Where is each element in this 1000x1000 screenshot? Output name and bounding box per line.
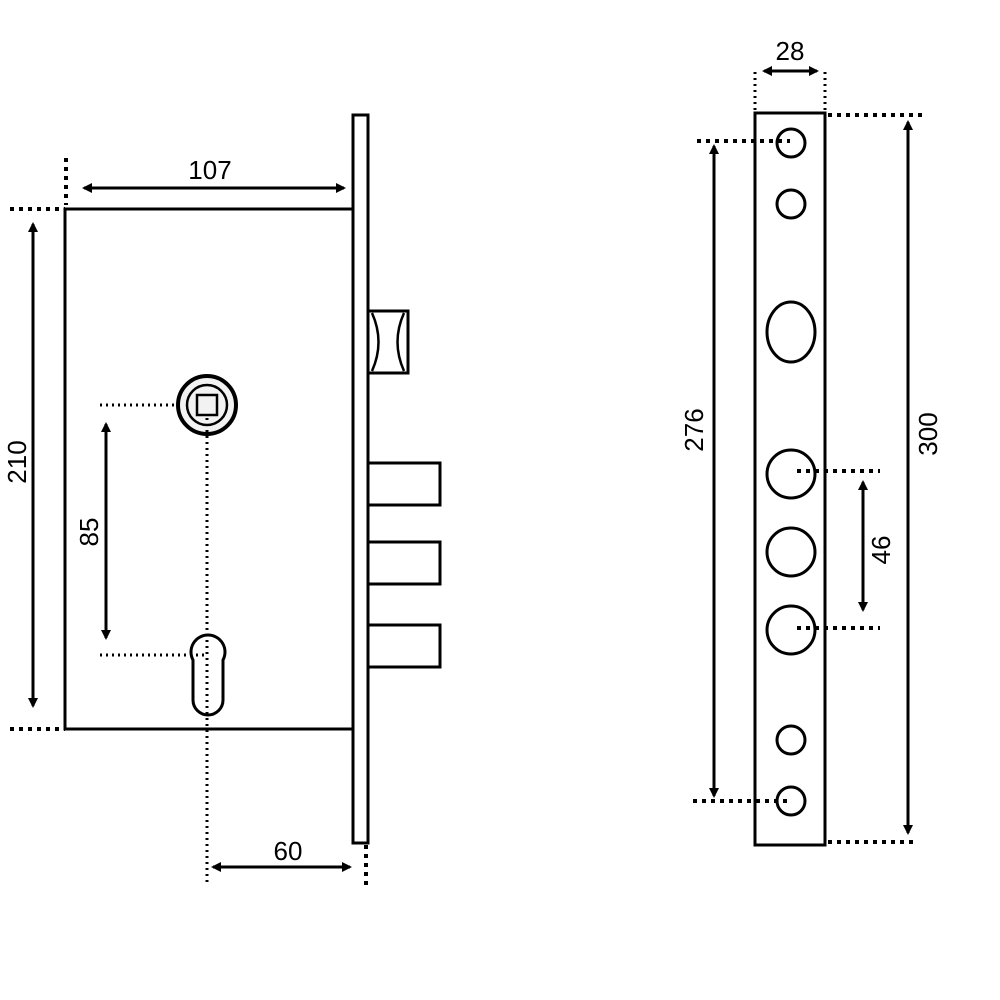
latch-opening bbox=[765, 300, 817, 364]
screw-hole-bottom-1 bbox=[775, 724, 807, 756]
dim-label-276: 276 bbox=[679, 408, 709, 451]
lock-faceplate bbox=[351, 113, 370, 845]
bolt-opening-1 bbox=[765, 448, 817, 500]
bolt-opening-2 bbox=[765, 526, 817, 578]
dim-label-28: 28 bbox=[776, 36, 805, 66]
cylinder-hole bbox=[189, 633, 227, 717]
dim-label-300: 300 bbox=[913, 412, 943, 455]
lock-body-view: 107 210 85 60 bbox=[2, 113, 442, 886]
dim-label-210: 210 bbox=[2, 440, 32, 483]
dim-label-85: 85 bbox=[74, 518, 104, 547]
dim-label-107: 107 bbox=[188, 155, 231, 185]
latch-bolt bbox=[366, 309, 410, 375]
dim-label-46: 46 bbox=[866, 536, 896, 565]
deadbolt-2 bbox=[366, 540, 442, 586]
screw-hole-top-2 bbox=[775, 188, 807, 220]
deadbolt-3 bbox=[366, 623, 442, 669]
screw-hole-bottom-2 bbox=[775, 785, 807, 817]
dim-label-60: 60 bbox=[274, 836, 303, 866]
screw-hole-top-1 bbox=[775, 127, 807, 159]
faceplate-view: 28 276 300 46 bbox=[679, 36, 943, 847]
faceplate-strip bbox=[753, 111, 827, 847]
deadbolt-1 bbox=[366, 461, 442, 507]
